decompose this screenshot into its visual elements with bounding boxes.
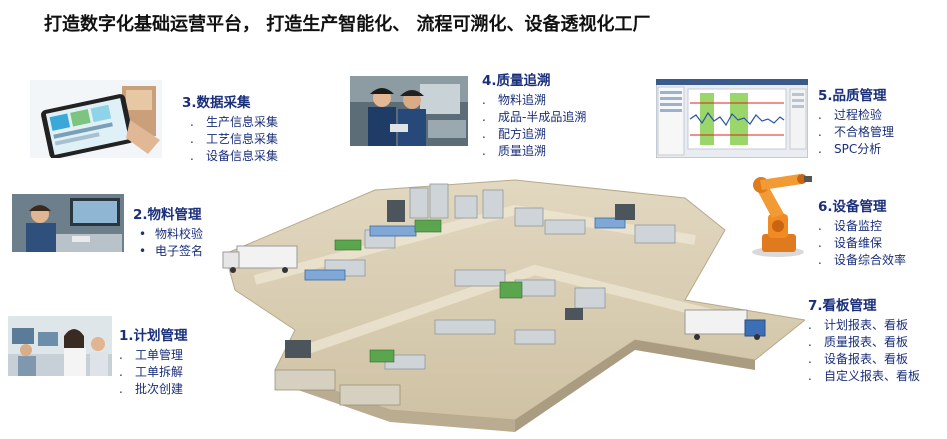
page-title: 打造数字化基础运营平台， 打造生产智能化、 流程可溯化、设备透视化工厂 (44, 14, 651, 35)
material-worker-photo (12, 194, 124, 252)
module-title: 6.设备管理 (818, 199, 887, 215)
list-item: .自定义报表、看板 (808, 369, 921, 383)
list-item: .生产信息采集 (190, 115, 279, 129)
module-material-mgmt: 2.物料管理 •物料校验 •电子签名 (133, 203, 203, 260)
list-item: .工艺信息采集 (190, 132, 279, 146)
module-title: 7.看板管理 (808, 298, 877, 314)
module-quality-trace: 4.质量追溯 .物料追溯 .成品-半成品追溯 .配方追溯 .质量追溯 (482, 69, 586, 160)
tablet-photo (30, 80, 162, 158)
list-item: .配方追溯 (482, 127, 547, 141)
module-title: 4.质量追溯 (482, 73, 551, 89)
list-item: .批次创建 (119, 382, 184, 396)
list-item: .物料追溯 (482, 93, 547, 107)
list-item: .设备报表、看板 (808, 352, 909, 366)
robot-arm-photo (738, 168, 814, 258)
module-title: 1.计划管理 (119, 328, 188, 344)
module-quality-mgmt: 5.品质管理 .过程检验 .不合格管理 .SPC分析 (818, 84, 894, 158)
spc-software-screenshot (656, 79, 808, 158)
list-item: .不合格管理 (818, 125, 895, 139)
list-item: •物料校验 (139, 227, 204, 241)
list-item: .设备监控 (818, 219, 883, 233)
list-item: .过程检验 (818, 108, 883, 122)
list-item: .设备综合效率 (818, 253, 907, 267)
quality-workers-photo (350, 76, 468, 146)
module-title: 3.数据采集 (182, 95, 251, 111)
list-item: .计划报表、看板 (808, 318, 909, 332)
list-item: .成品-半成品追溯 (482, 110, 587, 124)
list-item: .质量追溯 (482, 144, 547, 158)
list-item: .设备信息采集 (190, 149, 279, 163)
list-item: .工单管理 (119, 348, 184, 362)
planning-office-photo (8, 316, 112, 376)
list-item: .SPC分析 (818, 142, 882, 156)
module-title: 2.物料管理 (133, 207, 202, 223)
module-data-collection: 3.数据采集 .生产信息采集 .工艺信息采集 .设备信息采集 (182, 91, 278, 165)
module-plan-mgmt: 1.计划管理 .工单管理 .工单拆解 .批次创建 (119, 324, 188, 398)
list-item: •电子签名 (139, 244, 204, 258)
module-equipment-mgmt: 6.设备管理 .设备监控 .设备维保 .设备综合效率 (818, 195, 906, 269)
list-item: .质量报表、看板 (808, 335, 909, 349)
module-title: 5.品质管理 (818, 88, 887, 104)
list-item: .工单拆解 (119, 365, 184, 379)
list-item: .设备维保 (818, 236, 883, 250)
factory-floor-illustration (215, 170, 807, 439)
module-dashboard-mgmt: 7.看板管理 .计划报表、看板 .质量报表、看板 .设备报表、看板 .自定义报表… (808, 294, 920, 385)
